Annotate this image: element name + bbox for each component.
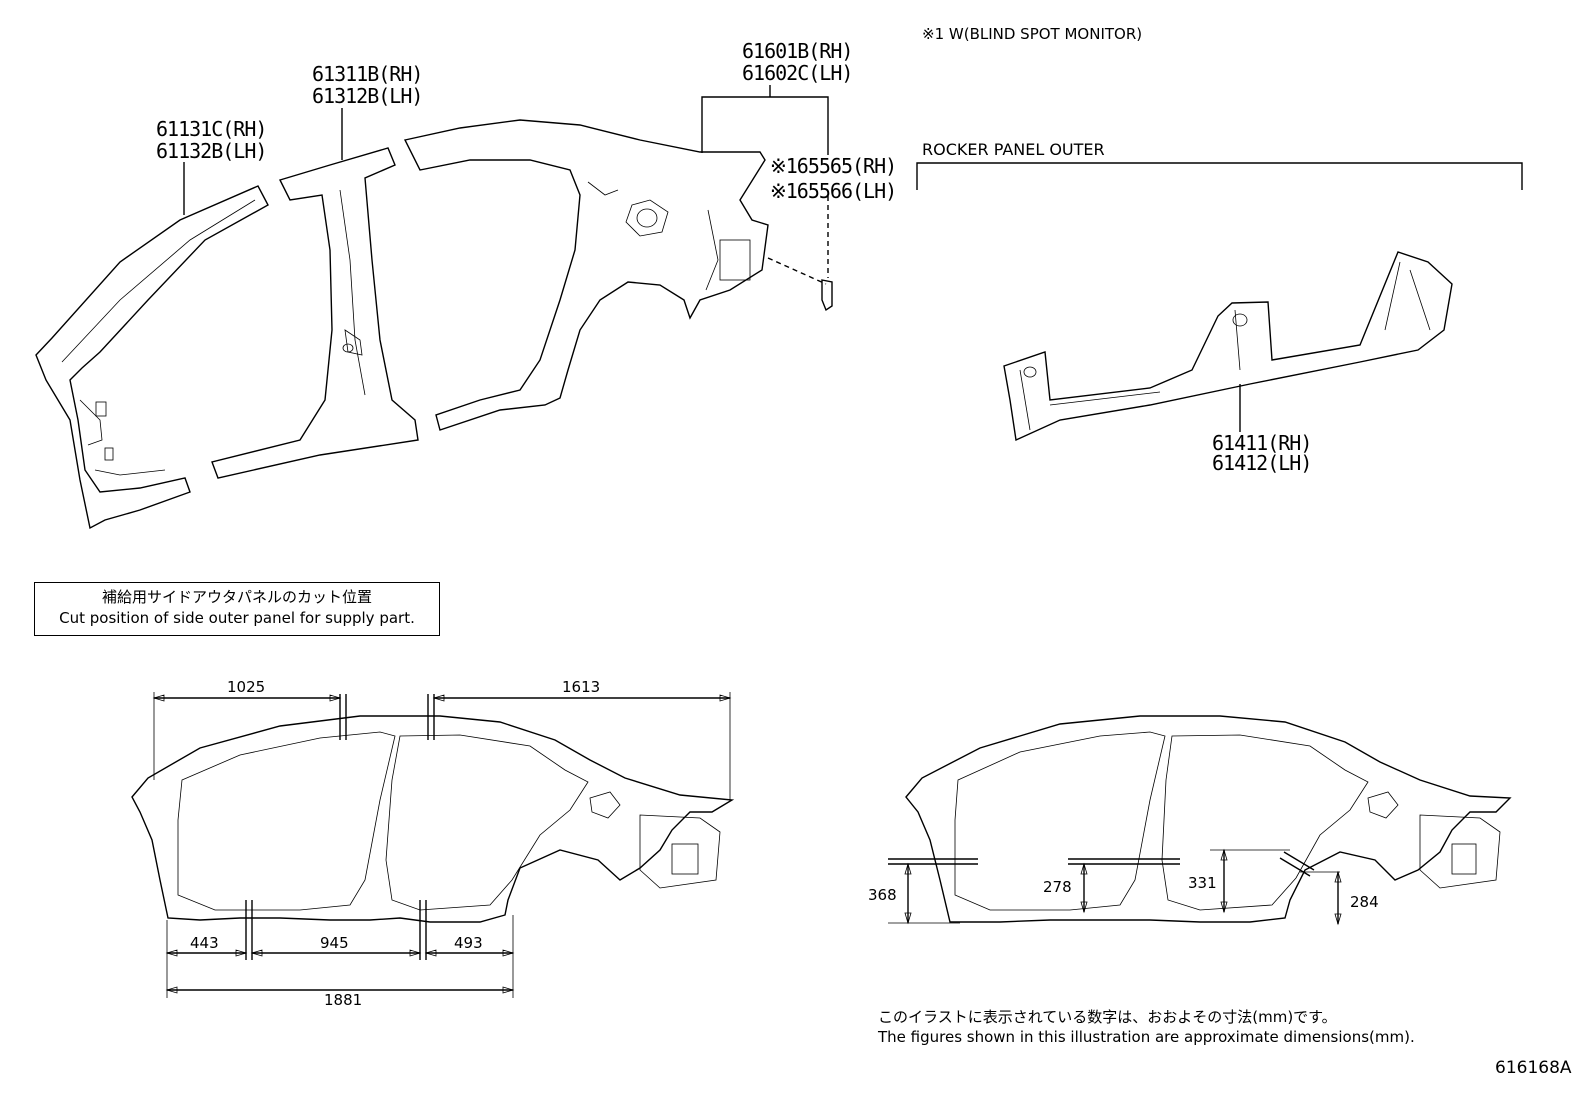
dim-493: 493 [454,934,483,952]
dim-1613: 1613 [562,678,601,696]
car-outline-right [905,715,1512,923]
car-outline-left [131,715,735,923]
part-label-apillar-rh: 61131C(RH) [156,117,267,141]
part-label-bsm-rh: ※165565(RH) [770,154,897,178]
part-label-rocker-lh: 61412(LH) [1212,451,1312,475]
dim-368: 368 [868,886,897,904]
dim-945: 945 [320,934,349,952]
part-label-rocker-rh: 61411(RH) [1212,431,1312,455]
rocker-panel [1003,251,1453,442]
bsm-bracket [767,196,833,312]
dim-331: 331 [1188,874,1217,892]
dim-1881: 1881 [324,991,363,1009]
part-label-apillar-lh: 61132B(LH) [156,139,267,163]
rocker-bracket [916,162,1523,190]
rocker-title: ROCKER PANEL OUTER [922,140,1105,159]
part-label-roofside-rh: 61311B(RH) [312,62,423,86]
height-dimensions [888,848,1342,926]
cut-position-box: 補給用サイドアウタパネルのカット位置 Cut position of side … [34,582,440,636]
part-label-roofside-lh: 61312B(LH) [312,84,423,108]
dim-443: 443 [190,934,219,952]
cut-position-en: Cut position of side outer panel for sup… [59,609,415,627]
part-label-quarter-rh: 61601B(RH) [742,39,853,63]
leader-quarter [701,96,829,155]
bsm-note: ※1 W(BLIND SPOT MONITOR) [922,25,1143,43]
dim-1025: 1025 [227,678,266,696]
dim-278: 278 [1043,878,1072,896]
part-label-bsm-lh: ※165566(LH) [770,179,897,203]
cut-dimensions [152,692,732,998]
cut-position-jp: 補給用サイドアウタパネルのカット位置 [101,588,372,606]
approx-note-en: The figures shown in this illustration a… [878,1028,1415,1046]
approx-note-jp: このイラストに表示されている数字は、おおよその寸法(mm)です。 [878,1008,1337,1026]
figure-id: 616168A [1495,1058,1572,1078]
a-pillar-panel [35,185,269,530]
quarter-panel [403,119,769,431]
part-label-quarter-lh: 61602C(LH) [742,61,853,85]
dim-284: 284 [1350,893,1379,911]
roof-side-b-pillar-panel [211,147,419,479]
